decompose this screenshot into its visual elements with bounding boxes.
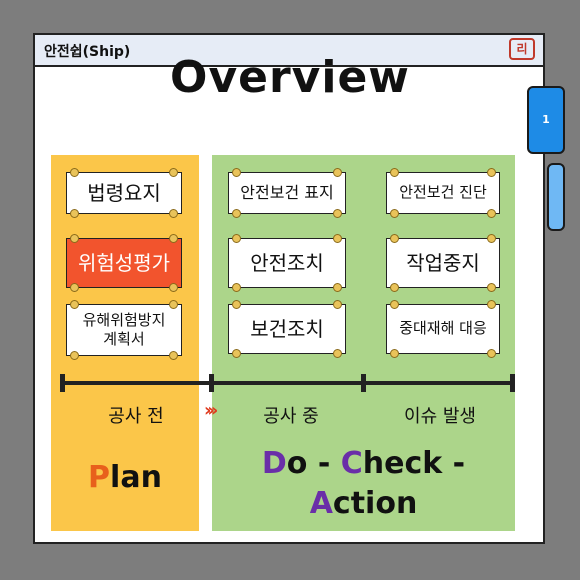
sign-safety-measures[interactable]: 안전조치 bbox=[228, 234, 346, 292]
do-check-line: Do - Check - bbox=[261, 446, 466, 481]
page-title: Overview bbox=[170, 52, 410, 103]
timeline-tick bbox=[209, 374, 214, 392]
sign-work-stop[interactable]: 작업중지 bbox=[386, 234, 500, 292]
timeline-line bbox=[62, 381, 514, 385]
sign-hazard-prevention-plan[interactable]: 유해위험방지 계획서 bbox=[66, 300, 182, 360]
sign-health-measures[interactable]: 보건조치 bbox=[228, 300, 346, 358]
sign-law-summary[interactable]: 법령요지 bbox=[66, 168, 182, 218]
sign-serious-accident-response[interactable]: 중대재해 대응 bbox=[386, 300, 500, 358]
sign-safety-health-diagnosis[interactable]: 안전보건 진단 bbox=[386, 168, 500, 218]
chevrons-right-icon: ››› bbox=[204, 400, 218, 421]
side-tab-1[interactable]: 1 bbox=[527, 86, 565, 154]
plan-label: Plan bbox=[88, 460, 162, 495]
phase-during-construction: 공사 중 bbox=[263, 406, 319, 427]
timeline-tick bbox=[60, 374, 65, 392]
sign-safety-health-sign[interactable]: 안전보건 표지 bbox=[228, 168, 346, 218]
app-title: 안전쉽(Ship) bbox=[44, 44, 131, 60]
phase-before-construction: 공사 전 bbox=[108, 406, 164, 427]
phase-issue-occurred: 이슈 발생 bbox=[404, 406, 476, 427]
timeline-tick bbox=[361, 374, 366, 392]
action-line: Action bbox=[309, 486, 418, 521]
do-check-action-label: Do - Check - Action bbox=[212, 444, 515, 524]
logo-icon: 리 bbox=[509, 38, 535, 60]
side-tab-2[interactable] bbox=[547, 163, 565, 231]
timeline-tick bbox=[510, 374, 515, 392]
sign-risk-assessment[interactable]: 위험성평가 bbox=[66, 234, 182, 292]
title-bar: 안전쉽(Ship) 리 bbox=[35, 35, 543, 67]
